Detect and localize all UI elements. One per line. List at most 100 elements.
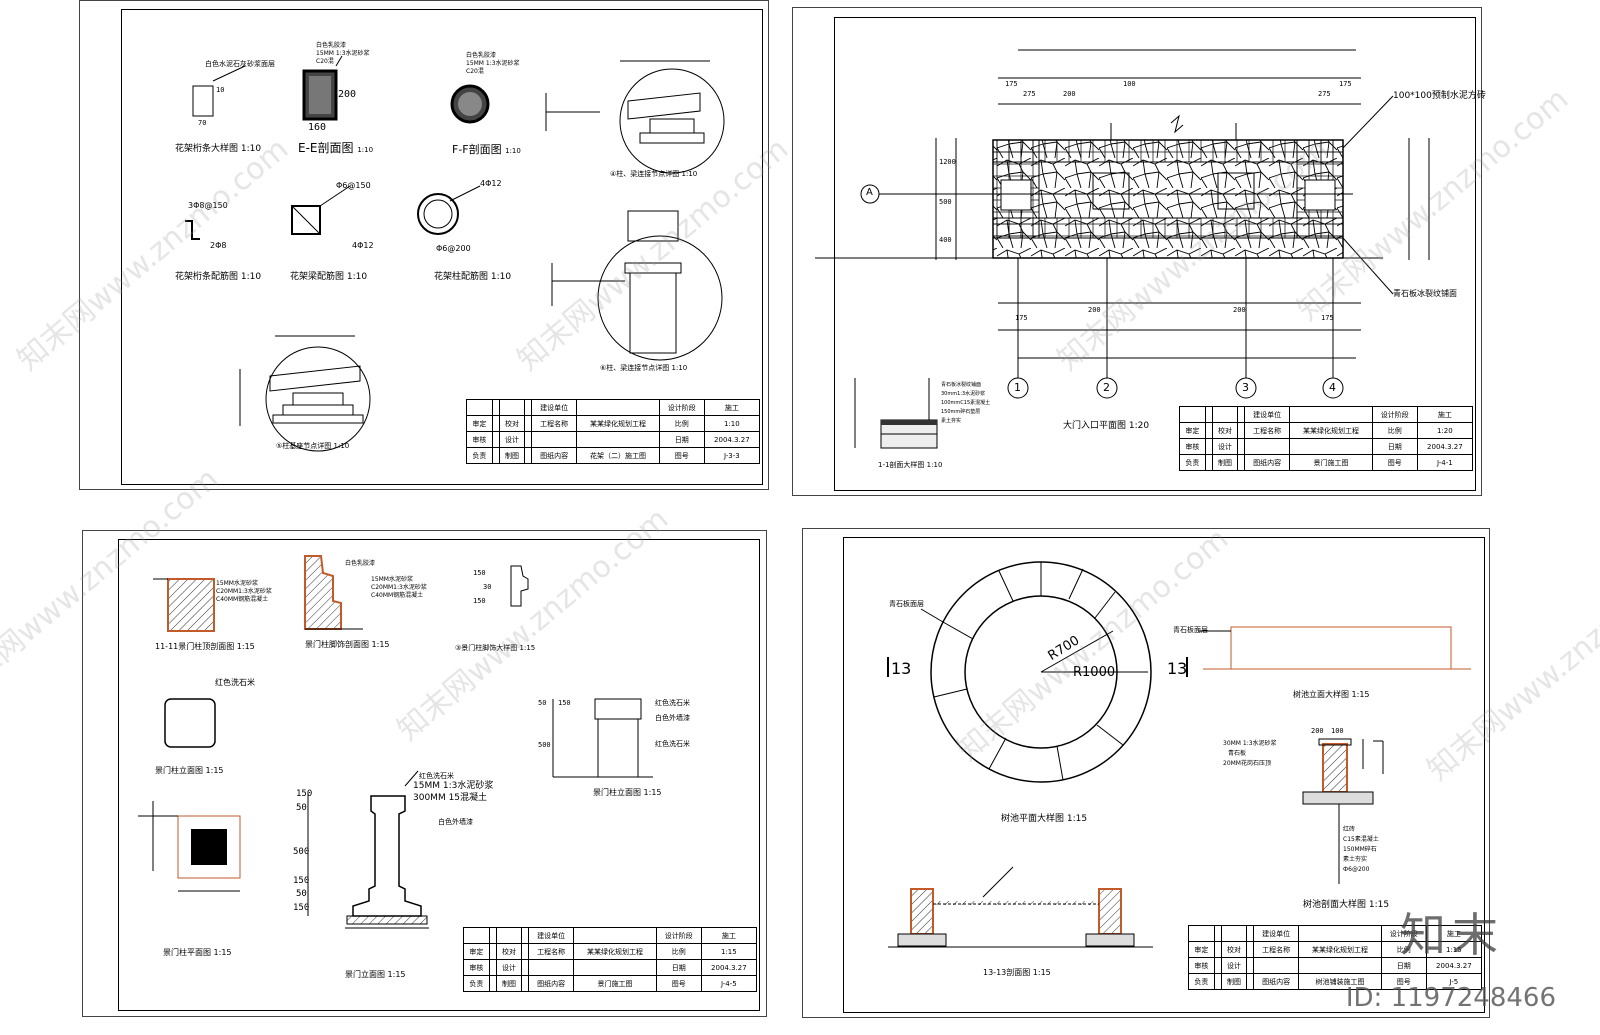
pillar-4 (1304, 179, 1336, 211)
sheet-frame (121, 9, 763, 485)
b-note-4: C40MM钢筋混凝土 (371, 592, 424, 599)
axis-3-label: 3 (1242, 381, 1249, 394)
caption-plan: 树池平面大样图 1:15 (1001, 814, 1088, 824)
section-mark-right: 13 (1167, 659, 1188, 678)
foot-section (304, 555, 342, 630)
dim-150-b: 150 (473, 597, 486, 605)
caption-detail-6: ⑥柱、梁连接节点详图 1:10 (600, 364, 688, 372)
column-elevation (352, 795, 422, 917)
axis-4-bubble (1322, 377, 1344, 399)
detail-note-3: 红砖 (1343, 826, 1356, 833)
caption-section: 1-1剖面大样图 1:10 (878, 461, 943, 469)
caption-foot-detail: ③景门柱脚饰大样图 1:15 (455, 644, 536, 652)
section-note-5: 素土夯实 (941, 418, 962, 424)
sheet-frame (843, 537, 1485, 1013)
purlin-detail (192, 85, 214, 117)
a-note-2: C20MM1:3水泥砂浆 (216, 588, 272, 595)
rebar-2b-label: 4Φ12 (352, 241, 374, 250)
v-dim-50: 50 (296, 803, 307, 813)
dim-160: 160 (308, 122, 327, 133)
d-note-1: 红色洗石米 (215, 678, 255, 687)
detail-note-5: 150MM碎石 (1343, 846, 1377, 853)
section-note-3: 100mmC15素混凝土 (941, 400, 991, 406)
dim-150-c: 150 (558, 699, 571, 707)
dim-175-bottom: 175 (1015, 314, 1028, 322)
ff-note-2: 15MM 1:3水泥砂浆 (466, 60, 520, 67)
rebar-beam (291, 205, 321, 235)
a-note-1: 15MM水泥砂浆 (216, 580, 258, 587)
pillar-3 (1217, 172, 1255, 210)
e-note-1: 红色洗石米 (655, 699, 690, 707)
axis-2-label: 2 (1103, 381, 1110, 394)
section-mark-left: 13 (891, 659, 912, 678)
tree-pit-elevation (1203, 626, 1471, 670)
detail-note-1: 30MM 1:3水泥砂浆 (1223, 740, 1277, 747)
dim-400: 400 (939, 236, 952, 244)
pillar-1 (1000, 179, 1032, 211)
pit-wall-left (910, 888, 934, 935)
a-note-3: C40MM钢筋混凝土 (216, 596, 269, 603)
pillar-plan (177, 815, 241, 879)
v-dim-150b: 150 (293, 876, 310, 886)
dim-150-a: 150 (473, 569, 486, 577)
column-plan (164, 698, 216, 748)
axis-1-bubble (1007, 377, 1029, 399)
rebar-2-label: Φ6@150 (336, 181, 371, 190)
brand-logo-text: 知末 (1400, 908, 1504, 962)
column-elev-small (594, 698, 642, 720)
dim-30: 30 (483, 583, 492, 591)
f-note-3: 300MM 15混凝土 (413, 793, 488, 803)
curb-detail (1322, 743, 1348, 793)
caption-rebar-column: 花架柱配筋图 1:10 (434, 272, 512, 282)
sheet4-drawings (887, 561, 1471, 948)
caption-detail-4: ④柱、梁连接节点详图 1:10 (610, 170, 698, 178)
f-note-2: 15MM 1:3水泥砂浆 (413, 781, 494, 791)
detail-note-2: 20MM花岗石压顶 (1223, 760, 1271, 767)
dim-1200: 1200 (939, 158, 956, 166)
f-note-1: 红色洗石米 (419, 772, 454, 780)
e-note-3: 红色洗石米 (655, 740, 690, 748)
dim-275-right: 275 (1318, 90, 1331, 98)
ee-note-2: 15MM 1:3水泥砂浆 (316, 50, 370, 57)
dim-200: 200 (338, 89, 357, 100)
dim-200-a: 200 (1063, 90, 1076, 98)
dim-275-left: 275 (1023, 90, 1036, 98)
caption-rebar-beam: 花架梁配筋图 1:10 (290, 272, 368, 282)
v-dim-50b: 50 (296, 889, 307, 899)
dim-175-bottom-r: 175 (1321, 314, 1334, 322)
dim-200-b: 200 (1088, 306, 1101, 314)
dim-500: 500 (538, 741, 551, 749)
image-id: ID: 1197248466 (1345, 983, 1556, 1013)
caption-purlin: 花架桁条大样图 1:10 (175, 144, 262, 154)
sheet2-drawings (815, 49, 1430, 449)
section-note-1: 青石板冰裂纹铺面 (941, 382, 982, 388)
dim-175-right: 175 (1339, 80, 1352, 88)
detail-note-6: 素土夯实 (1343, 856, 1368, 863)
caption-foot-section: 景门柱脚饰剖面图 1:15 (305, 640, 390, 649)
detail-note-7: Ф6@200 (1343, 866, 1370, 873)
caption-section: 13-13剖面图 1:15 (983, 968, 1051, 977)
rebar-column (417, 193, 459, 235)
caption-pillar-plan: 景门柱平面图 1:15 (163, 948, 232, 957)
elev-note: 青石板面层 (1173, 626, 1208, 634)
section-note-2: 30mm1:3水泥砂浆 (941, 391, 986, 397)
axis-3-bubble (1235, 377, 1257, 399)
caption-detail: 树池剖面大样图 1:15 (1303, 900, 1390, 910)
caption-detail-5: ⑤柱基座节点详图 1:10 (276, 442, 350, 450)
note-brick: 100*100预制水泥方砖 (1393, 91, 1486, 101)
axis-4-label: 4 (1329, 381, 1336, 394)
detail-5-circle (265, 346, 371, 452)
caption-column-elev: 景门柱立面图 1:15 (593, 788, 662, 797)
sheet3-drawings (138, 555, 653, 929)
v-dim-500: 500 (293, 847, 310, 857)
sheet-frame (118, 539, 760, 1011)
dim-200: 200 (1311, 727, 1324, 735)
caption-elevation: 树池立面大样图 1:15 (1293, 690, 1370, 699)
ff-note-3: C20混 (466, 68, 484, 75)
caption-ff: F-F剖面图 1:10 (452, 143, 521, 156)
b-note-1: 白色乳胶漆 (345, 560, 376, 567)
ee-note-3: C20混 (316, 58, 334, 65)
sheet1-drawings (185, 55, 725, 452)
